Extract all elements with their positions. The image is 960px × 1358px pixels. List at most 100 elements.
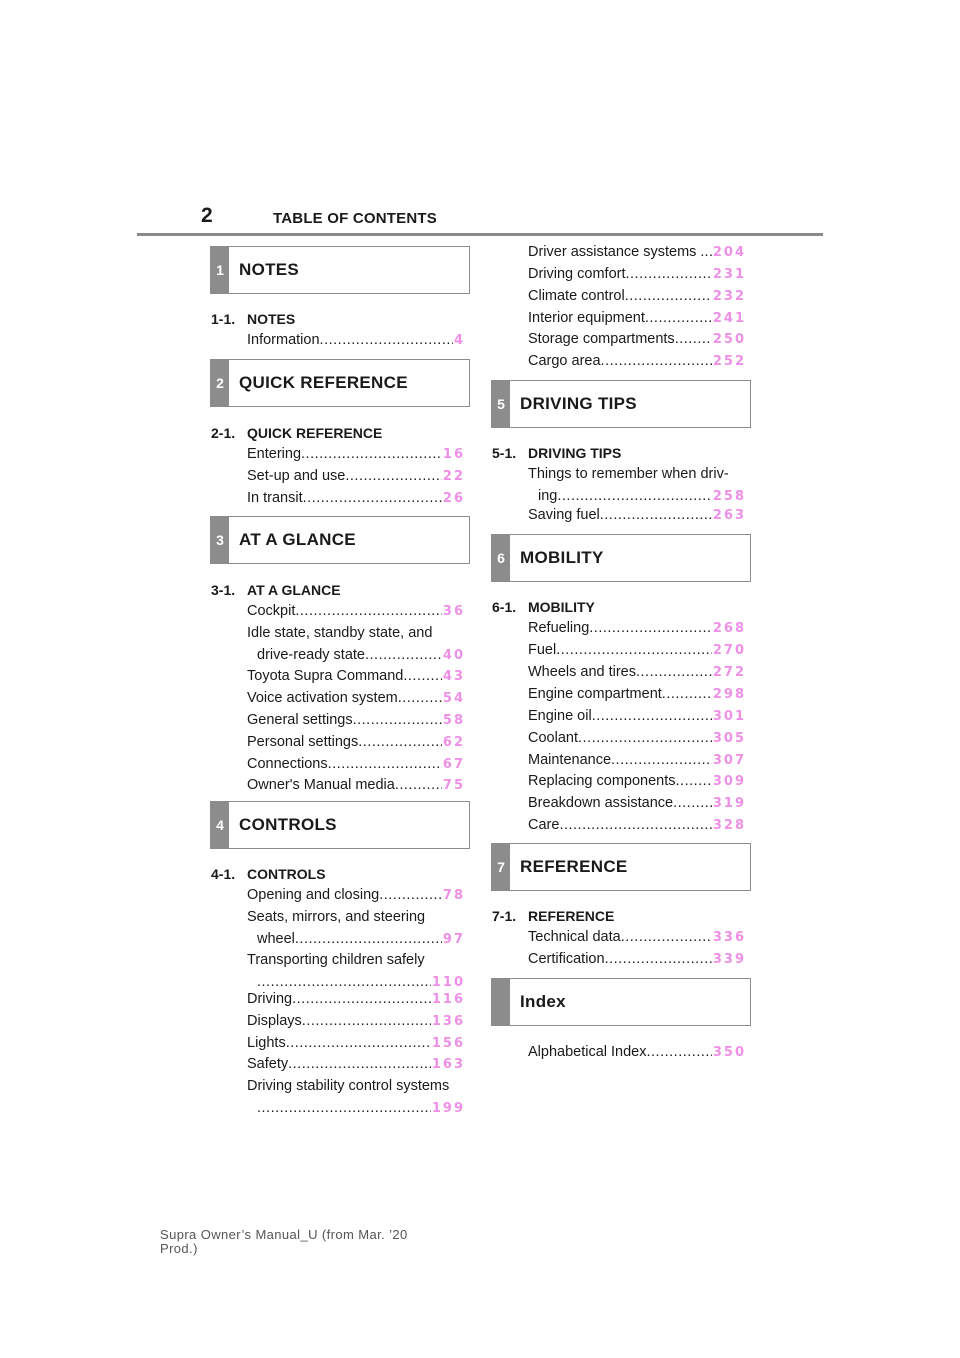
page-link[interactable]: 156 (431, 1036, 465, 1051)
page-link[interactable]: 75 (442, 778, 465, 793)
page-link[interactable]: 250 (712, 332, 746, 347)
page-link[interactable]: 270 (712, 643, 746, 658)
toc-entry-interior-equipment[interactable]: Interior equipment241 (528, 307, 746, 330)
subsection-5-1[interactable]: 5-1.DRIVING TIPS (492, 445, 621, 461)
page-link[interactable]: 272 (712, 665, 746, 680)
page-link[interactable]: 43 (442, 669, 465, 684)
page-link[interactable]: 258 (712, 489, 746, 504)
toc-entry-opening-closing[interactable]: Opening and closing78 (247, 884, 465, 907)
subsection-3-1[interactable]: 3-1.AT A GLANCE (211, 582, 341, 598)
toc-entry-refueling[interactable]: Refueling268 (528, 617, 746, 640)
toc-entry-breakdown-assistance[interactable]: Breakdown assistance319 (528, 792, 746, 815)
page-link[interactable]: 4 (453, 333, 465, 348)
toc-entry-certification[interactable]: Certification339 (528, 948, 746, 971)
page-link[interactable]: 232 (712, 289, 746, 304)
toc-entry-driving-comfort[interactable]: Driving comfort231 (528, 263, 746, 286)
section-7-header[interactable]: 7 REFERENCE (491, 843, 751, 891)
page-link[interactable]: 328 (712, 818, 746, 833)
toc-entry-displays[interactable]: Displays 136 (247, 1010, 465, 1033)
toc-entry-safety[interactable]: Safety163 (247, 1053, 465, 1076)
toc-entry-maintenance[interactable]: Maintenance307 (528, 749, 746, 772)
toc-entry-technical-data[interactable]: Technical data336 (528, 926, 746, 949)
toc-entry-driving[interactable]: Driving116 (247, 988, 465, 1011)
section-6-header[interactable]: 6 MOBILITY (491, 534, 751, 582)
page-link[interactable]: 339 (712, 952, 746, 967)
page-link[interactable]: 163 (431, 1057, 465, 1072)
toc-entry-seats-mirrors[interactable]: Seats, mirrors, and steering wheel97 (247, 906, 465, 951)
page-link[interactable]: 301 (712, 709, 746, 724)
toc-entry-manual-media[interactable]: Owner's Manual media75 (247, 774, 465, 797)
toc-entry-supra-command[interactable]: Toyota Supra Command 43 (247, 665, 465, 688)
toc-entry-idle-state[interactable]: Idle state, standby state, and drive-rea… (247, 622, 465, 667)
toc-entry-care[interactable]: Care328 (528, 814, 746, 837)
entry-label: Toyota Supra Command (247, 668, 404, 684)
page-link[interactable]: 40 (442, 648, 465, 663)
page-link[interactable]: 252 (712, 354, 746, 369)
subsection-4-1[interactable]: 4-1.CONTROLS (211, 866, 326, 882)
page-link[interactable]: 62 (442, 735, 465, 750)
toc-entry-engine-compartment[interactable]: Engine compartment298 (528, 683, 746, 706)
page-link[interactable]: 36 (442, 604, 465, 619)
page-link[interactable]: 78 (442, 888, 465, 903)
subsection-7-1[interactable]: 7-1.REFERENCE (492, 908, 614, 924)
toc-entry-storage[interactable]: Storage compartments250 (528, 328, 746, 351)
toc-entry-information[interactable]: Information4 (247, 329, 465, 352)
toc-entry-engine-oil[interactable]: Engine oil301 (528, 705, 746, 728)
page-link[interactable]: 199 (431, 1101, 465, 1116)
page-link[interactable]: 22 (442, 469, 465, 484)
toc-entry-driver-assistance[interactable]: Driver assistance systems .204 (528, 241, 746, 264)
toc-entry-replacing-components[interactable]: Replacing components309 (528, 770, 746, 793)
page-link[interactable]: 336 (712, 930, 746, 945)
page-link[interactable]: 54 (442, 691, 465, 706)
toc-entry-stability-control[interactable]: Driving stability control systems 199 (247, 1075, 465, 1120)
page-link[interactable]: 58 (442, 713, 465, 728)
toc-entry-alphabetical-index[interactable]: Alphabetical Index350 (528, 1041, 746, 1064)
toc-entry-cockpit[interactable]: Cockpit36 (247, 600, 465, 623)
toc-entry-setup[interactable]: Set-up and use22 (247, 465, 465, 488)
subsection-6-1[interactable]: 6-1.MOBILITY (492, 599, 595, 615)
toc-entry-personal-settings[interactable]: Personal settings62 (247, 731, 465, 754)
subsection-2-1[interactable]: 2-1.QUICK REFERENCE (211, 425, 382, 441)
page-link[interactable]: 110 (431, 975, 465, 990)
page-link[interactable]: 319 (712, 796, 746, 811)
toc-entry-saving-fuel[interactable]: Saving fuel263 (528, 504, 746, 527)
page-link[interactable]: 26 (442, 491, 465, 506)
page-link[interactable]: 67 (442, 757, 465, 772)
index-section-header[interactable]: Index (491, 978, 751, 1026)
page-link[interactable]: 16 (442, 447, 465, 462)
toc-entry-general-settings[interactable]: General settings58 (247, 709, 465, 732)
page-link[interactable]: 116 (431, 992, 465, 1007)
section-3-header[interactable]: 3 AT A GLANCE (210, 516, 470, 564)
toc-entry-coolant[interactable]: Coolant305 (528, 727, 746, 750)
toc-entry-fuel[interactable]: Fuel270 (528, 639, 746, 662)
page-link[interactable]: 268 (712, 621, 746, 636)
toc-entry-connections[interactable]: Connections67 (247, 753, 465, 776)
page-link[interactable]: 309 (712, 774, 746, 789)
toc-entry-climate-control[interactable]: Climate control232 (528, 285, 746, 308)
toc-entry-transporting-children[interactable]: Transporting children safely 110 (247, 949, 465, 994)
section-4-header[interactable]: 4 CONTROLS (210, 801, 470, 849)
toc-entry-wheels-tires[interactable]: Wheels and tires272 (528, 661, 746, 684)
toc-entry-cargo-area[interactable]: Cargo area252 (528, 350, 746, 373)
subsection-1-1[interactable]: 1-1.NOTES (211, 311, 295, 327)
section-5-header[interactable]: 5 DRIVING TIPS (491, 380, 751, 428)
entry-label: Displays (247, 1013, 302, 1029)
page-link[interactable]: 307 (712, 753, 746, 768)
section-2-header[interactable]: 2 QUICK REFERENCE (210, 359, 470, 407)
toc-entry-lights[interactable]: Lights156 (247, 1032, 465, 1055)
toc-entry-things-to-remember[interactable]: Things to remember when driv- ing258 (528, 463, 746, 508)
page-link[interactable]: 305 (712, 731, 746, 746)
page-link[interactable]: 350 (712, 1045, 746, 1060)
page-link[interactable]: 231 (712, 267, 746, 282)
page-link[interactable]: 136 (431, 1014, 465, 1029)
section-1-header[interactable]: 1 NOTES (210, 246, 470, 294)
toc-entry-transit[interactable]: In transit26 (247, 487, 465, 510)
page-link[interactable]: 241 (712, 311, 746, 326)
toc-entry-voice-activation[interactable]: Voice activation system54 (247, 687, 465, 710)
entry-label-continued: ing (538, 488, 558, 504)
page-link[interactable]: 298 (712, 687, 746, 702)
toc-entry-entering[interactable]: Entering16 (247, 443, 465, 466)
page-link[interactable]: 204 (712, 245, 746, 260)
page-link[interactable]: 97 (442, 932, 465, 947)
page-link[interactable]: 263 (712, 508, 746, 523)
